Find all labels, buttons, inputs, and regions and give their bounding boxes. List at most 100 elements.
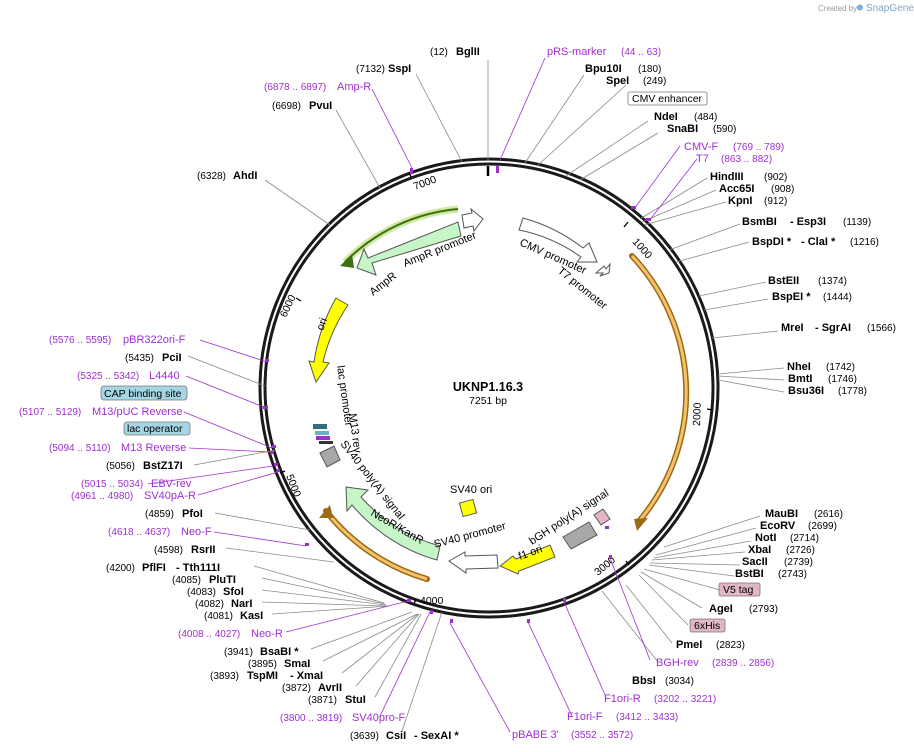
enzyme-ndei[interactable]: NdeI: [654, 111, 678, 123]
orf-right-arc-fill: [630, 254, 688, 521]
pos-bpu10i: (180): [638, 64, 661, 75]
enzyme-acc65i[interactable]: Acc65I: [719, 183, 754, 195]
feature-sv40-promoter[interactable]: SV40 promoter: [433, 520, 508, 574]
primer-ebvrev[interactable]: EBV-rev: [151, 478, 192, 490]
primer-f1orir[interactable]: F1ori-R: [604, 693, 641, 705]
enzyme-pflfi[interactable]: PflFI: [142, 562, 166, 574]
feature-v5-his-tags[interactable]: [593, 508, 611, 529]
box-cmv-enhancer[interactable]: [627, 91, 708, 106]
enzyme-agei[interactable]: AgeI: [709, 603, 733, 615]
pos-bsu36i: (1778): [838, 386, 867, 397]
primer-pbr322[interactable]: pBR322ori-F: [123, 334, 186, 346]
enzyme-bsu36i[interactable]: Bsu36I: [788, 385, 824, 397]
enzyme-clai[interactable]: - ClaI *: [801, 236, 836, 248]
primer-cmvf[interactable]: CMV-F: [684, 141, 719, 153]
enzyme-kasi[interactable]: KasI: [240, 610, 263, 622]
enzyme-bmti[interactable]: BmtI: [788, 373, 812, 385]
box-lac-operator[interactable]: [123, 421, 191, 436]
primer-t7[interactable]: T7: [696, 153, 709, 165]
enzyme-tspmi[interactable]: TspMI: [247, 670, 278, 682]
primer-sv40pro[interactable]: SV40pro-F: [352, 712, 405, 724]
primer-m13rev[interactable]: M13 Reverse: [121, 442, 186, 454]
pos-pflfi: (4200): [106, 563, 135, 574]
feature-sv40-ori[interactable]: SV40 ori: [450, 484, 492, 518]
enzyme-hindiii[interactable]: HindIII: [710, 171, 744, 183]
enzyme-bstz17i[interactable]: BstZ17I: [143, 460, 183, 472]
orf-left-arc-fill: [324, 510, 428, 581]
enzyme-bspei[interactable]: BspEI *: [772, 291, 811, 303]
enzyme-bbsi[interactable]: BbsI: [632, 675, 656, 687]
enzyme-plut1[interactable]: PluTI: [209, 574, 236, 586]
primer-bghrev[interactable]: BGH-rev: [656, 657, 699, 669]
neor-shape: [345, 486, 441, 561]
enzyme-nhei[interactable]: NheI: [787, 361, 811, 373]
primer-neor[interactable]: Neo-R: [251, 628, 283, 640]
enzyme-pfoi[interactable]: PfoI: [182, 508, 203, 520]
enzyme-ecorv[interactable]: EcoRV: [760, 520, 796, 532]
feature-ampr-promoter[interactable]: [461, 207, 484, 233]
enzyme-maubi[interactable]: MauBI: [765, 508, 798, 520]
enzyme-pcii[interactable]: PciI: [162, 352, 182, 364]
enzyme-bsmbi[interactable]: BsmBI: [742, 216, 777, 228]
enzyme-kpni[interactable]: KpnI: [728, 195, 752, 207]
primer-neof[interactable]: Neo-F: [181, 526, 212, 538]
enzyme-stui[interactable]: StuI: [345, 694, 366, 706]
pos-bspdi: (1216): [850, 237, 879, 248]
primer-m13puc[interactable]: M13/pUC Reverse: [92, 406, 182, 418]
cmv-promoter-shape: [518, 217, 598, 263]
plasmid-name: UKNP1.16.3: [453, 380, 523, 394]
tick-7000: [408, 171, 412, 178]
enzyme-pvui[interactable]: PvuI: [309, 100, 332, 112]
sv40-promoter-shape: [448, 551, 499, 574]
enzyme-csii[interactable]: CsiI: [386, 730, 406, 742]
primer-l4440[interactable]: L4440: [149, 370, 180, 382]
enzyme-ahdi[interactable]: AhdI: [233, 170, 257, 182]
pos-m13rev: (5094 .. 5110): [49, 443, 111, 454]
primer-f1orif[interactable]: F1ori-F: [567, 711, 603, 723]
enzyme-bglii[interactable]: BglII: [456, 46, 480, 58]
enzyme-sacii[interactable]: SacII: [742, 556, 768, 568]
enzyme-mrei[interactable]: MreI: [781, 322, 804, 334]
enzyme-bspdi[interactable]: BspDI *: [752, 236, 792, 248]
pos-kpni: (912): [764, 196, 787, 207]
enzyme-rsrii[interactable]: RsrII: [191, 544, 215, 556]
enzyme-snabi[interactable]: SnaBI: [667, 123, 698, 135]
feature-lac-promoter[interactable]: lac promoter M13 rev: [313, 365, 364, 455]
enzyme-bsabi[interactable]: BsaBI *: [260, 646, 299, 658]
primer-prs-marker[interactable]: pRS-marker: [547, 46, 607, 58]
enzyme-xbai[interactable]: XbaI: [748, 544, 771, 556]
feature-f1-ori[interactable]: f1 ori: [499, 543, 556, 575]
enzyme-esp3i[interactable]: - Esp3I: [790, 216, 826, 228]
enzyme-noti[interactable]: NotI: [755, 532, 776, 544]
enzyme-pmei[interactable]: PmeI: [676, 639, 702, 651]
box-v5-tag[interactable]: [718, 582, 761, 597]
enzyme-nari[interactable]: NarI: [231, 598, 252, 610]
tick-4000: [413, 598, 417, 605]
orf-right-arrow: [634, 518, 648, 531]
pos-bghrev: (2839 .. 2856): [712, 658, 774, 669]
feature-ori[interactable]: ori: [308, 297, 349, 384]
enzyme-xmai[interactable]: - XmaI: [290, 670, 323, 682]
enzyme-bpu10i[interactable]: Bpu10I: [585, 63, 622, 75]
enzyme-sspi[interactable]: SspI: [388, 63, 411, 75]
primer-ampr[interactable]: Amp-R: [337, 81, 371, 93]
pos-ndei: (484): [694, 112, 717, 123]
enzyme-sfoi[interactable]: SfoI: [223, 586, 244, 598]
box-cap-binding-site[interactable]: [100, 385, 188, 401]
primer-pbabe[interactable]: pBABE 3': [512, 729, 559, 741]
lac-operator-mark: [313, 424, 327, 429]
feature-cmv-promoter[interactable]: CMV promoter: [518, 217, 598, 277]
box-6xhis[interactable]: [689, 618, 726, 633]
enzyme-tth111i[interactable]: - Tth111I: [176, 562, 220, 574]
enzyme-sgrai[interactable]: - SgrAI: [815, 322, 851, 334]
primer-sv40pa[interactable]: SV40pA-R: [144, 490, 196, 502]
enzyme-spei[interactable]: SpeI: [606, 75, 629, 87]
feature-label-sv40-promoter: SV40 promoter: [433, 520, 508, 551]
enzyme-smai[interactable]: SmaI: [284, 658, 310, 670]
enzyme-bstbi[interactable]: BstBI: [735, 568, 764, 580]
enzyme-bsteii[interactable]: BstEII: [768, 275, 799, 287]
orf-left-arrow: [319, 505, 333, 518]
label-cmv-enhancer: CMV enhancer: [632, 93, 703, 105]
enzyme-avrii[interactable]: AvrII: [318, 682, 342, 694]
enzyme-sexai[interactable]: - SexAI *: [414, 730, 459, 742]
